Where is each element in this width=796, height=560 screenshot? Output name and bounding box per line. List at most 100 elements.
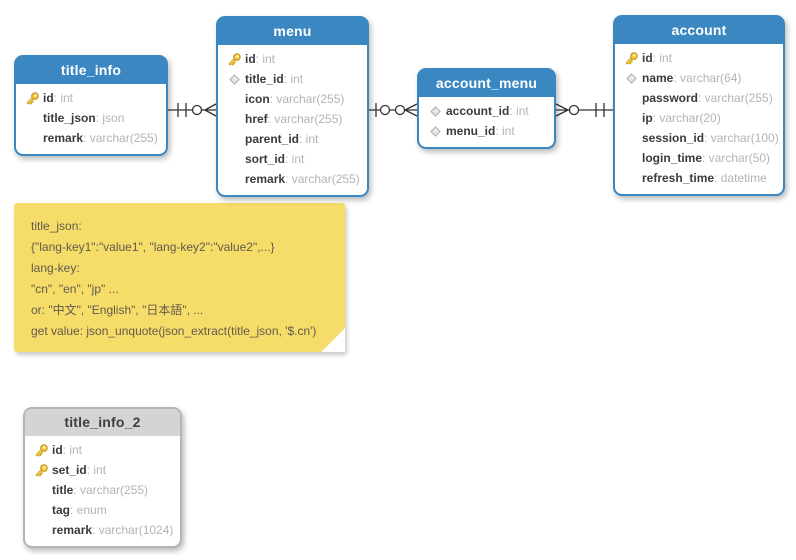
field-name: id <box>245 52 256 66</box>
table-row[interactable]: login_time: varchar(50) <box>621 148 777 168</box>
field-type: : varchar(255) <box>83 131 158 145</box>
diamond-icon <box>224 73 245 85</box>
table-row[interactable]: refresh_time: datetime <box>621 168 777 188</box>
table-row[interactable]: sort_id: int <box>224 149 361 169</box>
field-name: account_id <box>446 104 510 118</box>
table-row[interactable]: name: varchar(64) <box>621 68 777 88</box>
field-type: : json <box>95 111 125 125</box>
key-icon <box>621 51 642 66</box>
field-type: : int <box>509 104 529 118</box>
table-title[interactable]: menu <box>218 18 367 45</box>
note-line: {"lang-key1":"value1", "lang-key2":"valu… <box>31 240 275 254</box>
field-name: menu_id <box>446 124 496 138</box>
field-type: : varchar(255) <box>267 112 343 126</box>
field-name: sort_id <box>245 152 286 166</box>
table-row[interactable]: session_id: varchar(100) <box>621 128 779 148</box>
field-type: : varchar(255) <box>698 91 773 105</box>
table-row[interactable]: id: int <box>22 88 160 108</box>
table-row[interactable]: password: varchar(255) <box>621 88 777 108</box>
field-name: refresh_time <box>642 171 715 185</box>
field-type: : datetime <box>714 171 767 185</box>
field-type: : int <box>53 91 74 105</box>
field-type: : varchar(255) <box>285 172 360 186</box>
table-row[interactable]: title_id: int <box>224 69 361 89</box>
field-name: set_id <box>52 463 87 477</box>
table-row[interactable]: title: varchar(255) <box>31 480 174 500</box>
table-row[interactable]: id: int <box>621 48 777 68</box>
note-line: or: "中文", "English", "日本語", ... <box>31 303 204 317</box>
field-type: : int <box>495 124 515 138</box>
field-name: title <box>52 483 74 497</box>
diamond-icon <box>425 105 446 117</box>
table-row[interactable]: set_id: int <box>31 460 174 480</box>
field-type: : int <box>255 52 276 66</box>
field-type: : varchar(255) <box>269 92 345 106</box>
table-row[interactable]: tag: enum <box>31 500 174 520</box>
field-name: remark <box>43 131 84 145</box>
field-name: tag <box>52 503 70 517</box>
field-name: href <box>245 112 268 126</box>
field-type: : varchar(255) <box>73 483 149 497</box>
note-line: "cn", "en", "jp" ... <box>31 282 119 296</box>
key-icon <box>22 91 43 106</box>
field-name: id <box>52 443 63 457</box>
table-title[interactable]: account <box>615 17 783 44</box>
field-name: ip <box>642 111 653 125</box>
key-icon <box>31 443 52 458</box>
table-title[interactable]: title_info <box>16 57 166 84</box>
field-name: login_time <box>642 151 703 165</box>
field-name: remark <box>52 523 93 537</box>
field-name: session_id <box>642 131 705 145</box>
note-line: get value: json_unquote(json_extract(tit… <box>31 324 317 338</box>
table-row[interactable]: parent_id: int <box>224 129 361 149</box>
field-name: icon <box>245 92 270 106</box>
note-text: title_json: {"lang-key1":"value1", "lang-… <box>31 216 337 342</box>
table-row[interactable]: id: int <box>31 440 174 460</box>
field-type: : int <box>299 132 319 146</box>
table-title[interactable]: title_info_2 <box>25 409 180 436</box>
table-row[interactable]: remark: varchar(255) <box>224 169 361 189</box>
sticky-note[interactable]: title_json: {"lang-key1":"value1", "lang-… <box>14 203 345 352</box>
table-row[interactable]: account_id: int <box>425 101 548 121</box>
field-name: password <box>642 91 699 105</box>
table-row[interactable]: id: int <box>224 49 361 69</box>
field-type: : varchar(64) <box>673 71 742 85</box>
field-name: id <box>642 51 653 65</box>
table-account[interactable]: account id: int name: varchar(64)passwor… <box>613 15 785 196</box>
diamond-icon <box>425 125 446 137</box>
field-type: : varchar(100) <box>704 131 779 145</box>
table-body: id: int name: varchar(64)password: varch… <box>615 44 783 194</box>
table-row[interactable]: icon: varchar(255) <box>224 89 361 109</box>
field-type: : enum <box>70 503 107 517</box>
table-account_menu[interactable]: account_menu account_id: int menu_id: in… <box>417 68 556 149</box>
field-type: : int <box>285 152 305 166</box>
note-fold-corner <box>321 328 345 352</box>
field-type: : int <box>652 51 673 65</box>
table-row[interactable]: remark: varchar(1024) <box>31 520 174 540</box>
note-line: title_json: <box>31 219 82 233</box>
table-title[interactable]: account_menu <box>419 70 554 97</box>
key-icon <box>31 463 52 478</box>
field-name: remark <box>245 172 286 186</box>
table-row[interactable]: href: varchar(255) <box>224 109 361 129</box>
table-row[interactable]: remark: varchar(255) <box>22 128 160 148</box>
table-row[interactable]: ip: varchar(20) <box>621 108 777 128</box>
table-body: account_id: int menu_id: int <box>419 97 554 147</box>
relationship-title_info-menu[interactable] <box>168 103 217 117</box>
field-type: : varchar(1024) <box>92 523 174 537</box>
field-name: parent_id <box>245 132 300 146</box>
relationship-account_menu-account[interactable] <box>555 103 613 117</box>
table-row[interactable]: menu_id: int <box>425 121 548 141</box>
field-type: : int <box>283 72 304 86</box>
field-name: id <box>43 91 54 105</box>
field-name: title_id <box>245 72 284 86</box>
relationship-menu-account_menu[interactable] <box>369 103 418 117</box>
table-row[interactable]: title_json: json <box>22 108 160 128</box>
